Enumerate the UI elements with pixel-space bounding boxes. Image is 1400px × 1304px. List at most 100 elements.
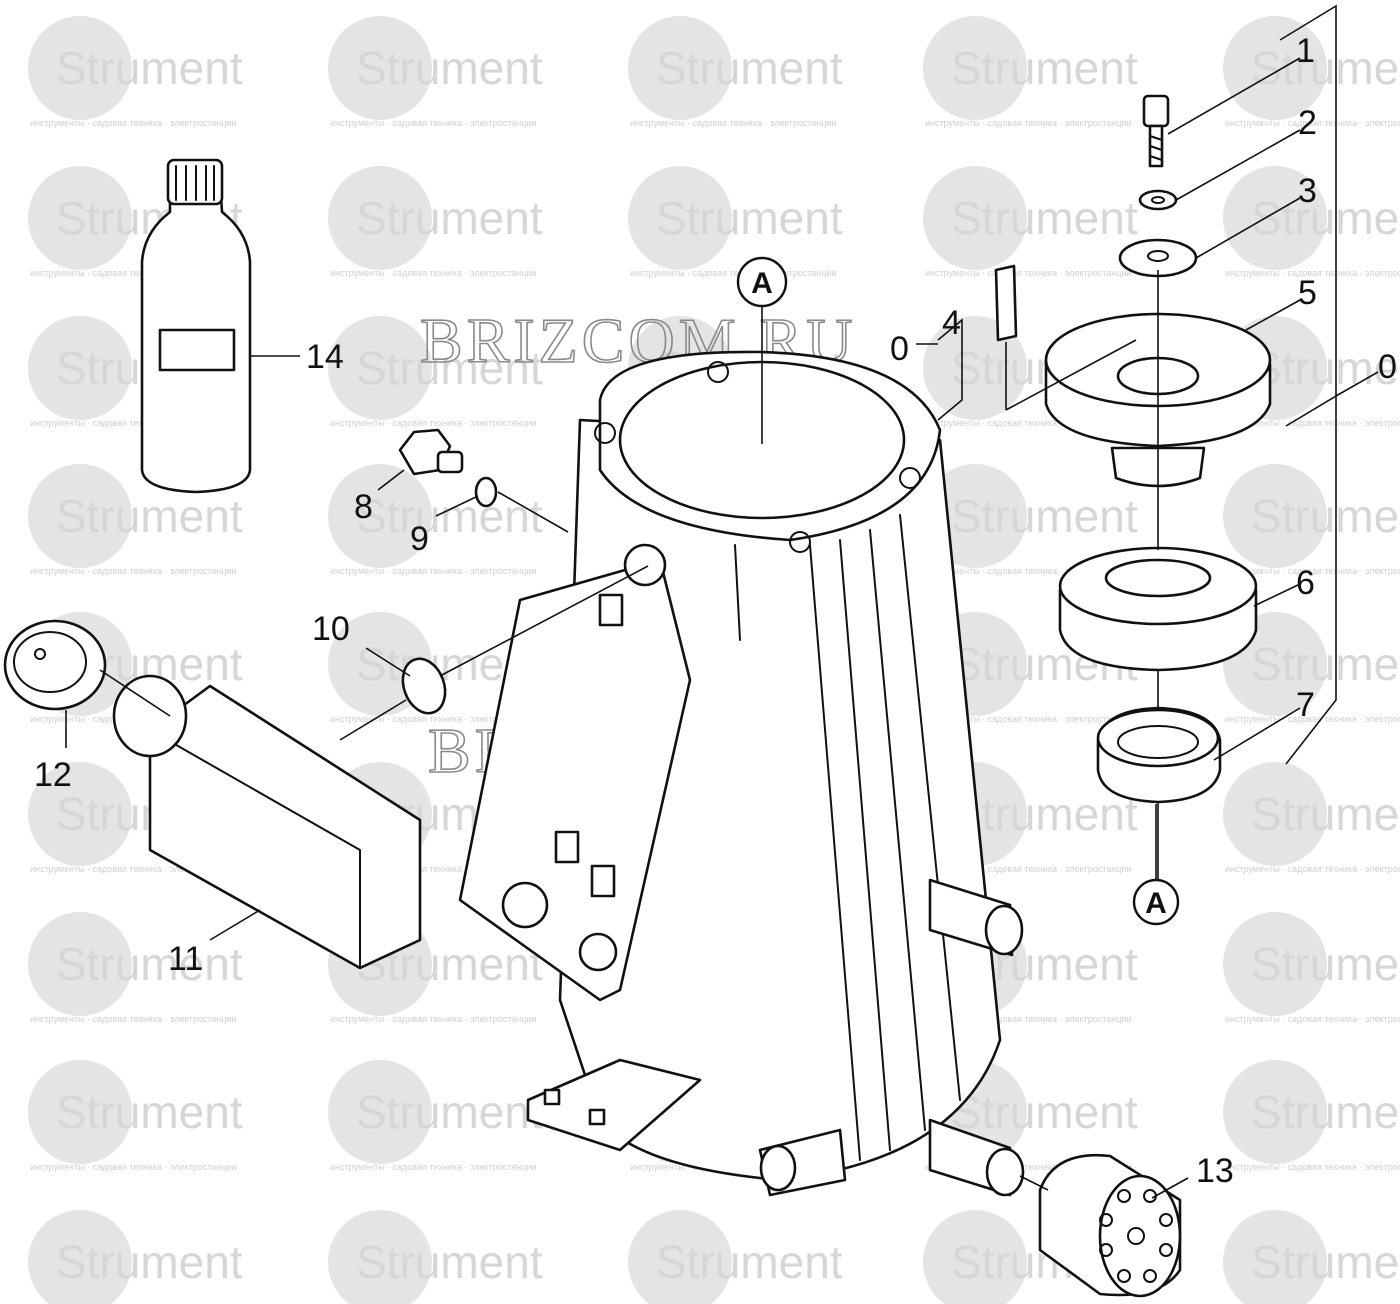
watermark-tile: Strument инструменты · садовая техника · … [328, 316, 543, 428]
callout-7: 7 [1296, 686, 1315, 724]
watermark-logo-text: Strument [356, 42, 543, 94]
watermark-logo-text: Strument [56, 938, 243, 990]
watermark-logo-text: Strument [1251, 342, 1400, 394]
watermark-tagline: инструменты · садовая техника · электрос… [30, 1162, 237, 1172]
watermark-logo-text: Strument [1251, 490, 1400, 542]
watermark-logo-text: Strument [356, 192, 543, 244]
watermark-disc [628, 16, 732, 120]
watermark-disc [328, 1210, 432, 1304]
watermark-tagline: инструменты · садовая техника · электрос… [30, 118, 237, 128]
watermark-tile: Strument инструменты · садовая техника · … [1223, 166, 1400, 278]
callout-6: 6 [1296, 564, 1315, 602]
watermark-disc [1223, 1060, 1327, 1164]
watermark-disc [28, 912, 132, 1016]
watermark-disc [1223, 1210, 1327, 1304]
watermark-logo-text: Strument [56, 1086, 243, 1138]
callout-1: 1 [1296, 32, 1315, 70]
watermark-disc [1223, 16, 1327, 120]
watermark-logo-text: Strument [1251, 788, 1400, 840]
watermark-tagline: инструменты · садовая техника · электрос… [925, 714, 1132, 724]
watermark-tagline: инструменты · садовая техника · электрос… [925, 418, 1132, 428]
small-o-ring-icon [474, 476, 498, 508]
watermark-disc [328, 316, 432, 420]
watermark-tagline: инструменты · садовая техника · электрос… [1225, 418, 1400, 428]
svg-text:A: A [751, 267, 773, 300]
watermark-tagline: инструменты · садовая техника · электрос… [925, 1014, 1132, 1024]
watermark-logo-text: Strument [356, 490, 543, 542]
watermark-logo-text: Strument [951, 1086, 1138, 1138]
leader-lines [65, 4, 1379, 1199]
watermark-tagline: инструменты · садовая техника · электрос… [1225, 1162, 1400, 1172]
watermark-logo-text: Strument [1251, 938, 1400, 990]
watermark-disc [923, 316, 1027, 420]
watermark-tagline: инструменты · садовая техника · электрос… [1225, 864, 1400, 874]
watermark-disc [28, 464, 132, 568]
watermark-tile: Strument инструменты · садовая техника · … [328, 16, 543, 128]
filter-icon [112, 674, 422, 970]
callout-0-assembly: 0 [1378, 348, 1397, 386]
watermark-tagline: инструменты · садовая техника · электрос… [330, 418, 537, 428]
watermark-disc [28, 1060, 132, 1164]
valve-block-icon [1038, 1153, 1182, 1298]
callout-3: 3 [1298, 172, 1317, 210]
callout-4: 4 [942, 304, 961, 342]
watermark-disc [628, 166, 732, 270]
callout-11: 11 [168, 940, 203, 978]
svg-text:A: A [1145, 887, 1167, 920]
marker-a-top: A [736, 256, 788, 308]
watermark-disc [28, 16, 132, 120]
watermark-tagline: инструменты · садовая техника · электрос… [30, 418, 237, 428]
watermark-tile: Strument инструменты · садовая техника · … [1223, 1060, 1400, 1172]
watermark-tagline: инструменты · садовая техника · электрос… [30, 864, 237, 874]
watermark-tagline: инструменты · садовая техника · электрос… [330, 714, 537, 724]
watermark-tile: Strument инструменты · садовая техника · … [328, 1060, 543, 1172]
bottle-icon [140, 158, 252, 494]
watermark-disc [328, 16, 432, 120]
watermark-disc [628, 1210, 732, 1304]
watermark-tagline: инструменты · садовая техника · электрос… [30, 1014, 237, 1024]
watermark-tagline: инструменты · садовая техника · электрос… [925, 864, 1132, 874]
watermark-logo-text: Strument [1251, 192, 1400, 244]
watermark-tagline: инструменты · садовая техника · электрос… [1225, 268, 1400, 278]
watermark-tagline: инструменты · садовая техника · электрос… [330, 1162, 537, 1172]
watermark-logo-text: Strument [951, 788, 1138, 840]
watermark-disc [328, 166, 432, 270]
watermark-logo-text: Strument [1251, 1086, 1400, 1138]
watermark-logo-text: Strument [951, 490, 1138, 542]
watermark-logo-text: Strument [656, 192, 843, 244]
watermark-logo-text: Strument [356, 1086, 543, 1138]
watermark-logo-text: Strument [56, 42, 243, 94]
watermark-disc [923, 166, 1027, 270]
watermark-tagline: инструменты · садовая техника · электрос… [330, 864, 537, 874]
watermark-tagline: инструменты · садовая техника · электрос… [925, 268, 1132, 278]
watermark-disc [328, 464, 432, 568]
watermark-logo-text: Strument [356, 342, 543, 394]
watermark-logo-text: Strument [1251, 1236, 1400, 1288]
watermark-tagline: инструменты · садовая техника · электрос… [925, 566, 1132, 576]
callout-14: 14 [306, 338, 344, 376]
watermark-logo-text: Strument [656, 42, 843, 94]
plug-icon [398, 428, 464, 476]
callout-8: 8 [354, 488, 373, 526]
key-icon [994, 264, 1018, 342]
lock-washer-icon [1138, 189, 1178, 211]
marker-a-bottom: A [1132, 878, 1180, 926]
watermark-tagline: инструменты · садовая техника · электрос… [330, 1014, 537, 1024]
bearing-icon [1058, 546, 1258, 672]
watermark-tile: Strument инструменты · садовая техника · … [28, 912, 243, 1024]
watermark-tagline: инструменты · садовая техника · электрос… [330, 118, 537, 128]
watermark-disc [28, 316, 132, 420]
watermark-disc [1223, 464, 1327, 568]
watermark-tagline: инструменты · садовая техника · электрос… [30, 268, 237, 278]
watermark-disc [28, 762, 132, 866]
watermark-logo-text: Strument [356, 1236, 543, 1288]
